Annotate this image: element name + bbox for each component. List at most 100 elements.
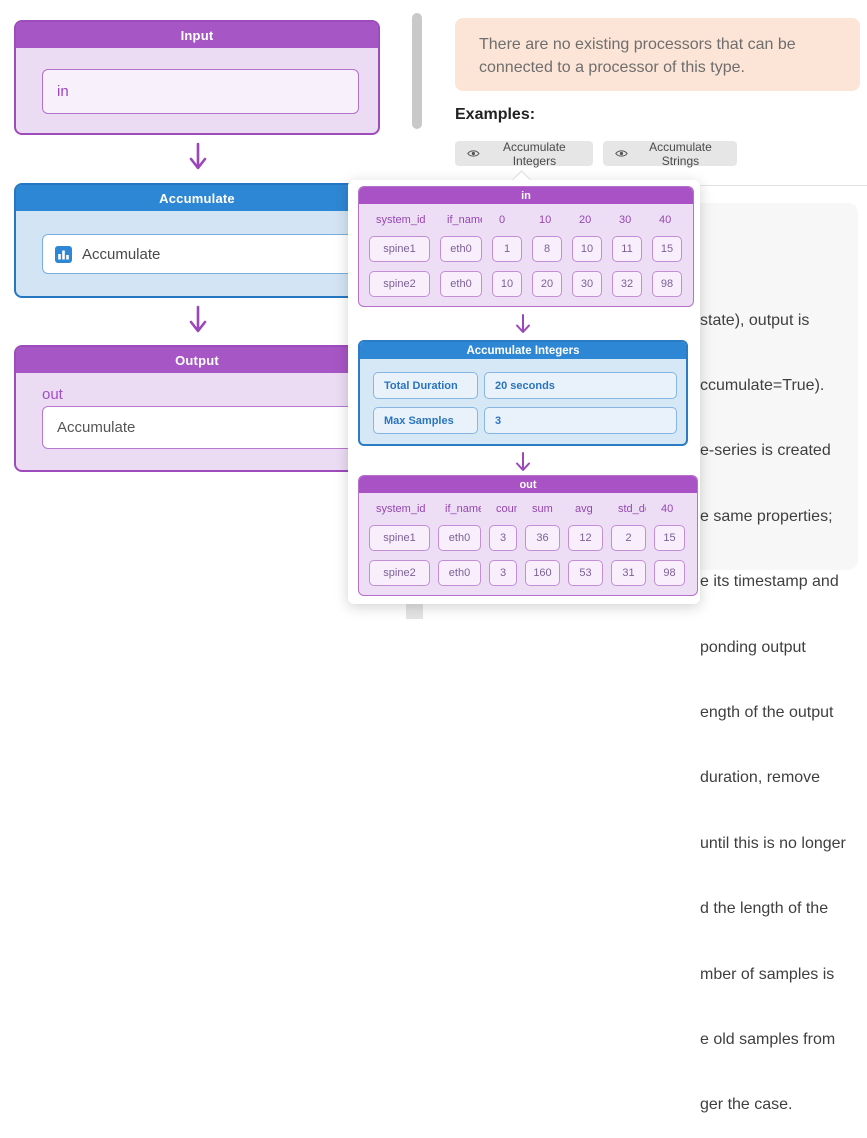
doc-line: e-series is created xyxy=(700,442,831,460)
processor-type-label: Accumulate xyxy=(82,245,161,263)
column-header: if_name xyxy=(447,214,482,226)
table-cell: 10 xyxy=(492,271,522,297)
notice-line: connected to a processor of this type. xyxy=(479,59,745,76)
example-popup: in system_id if_name 0 10 20 30 40 spine… xyxy=(348,170,700,604)
column-header: sum xyxy=(532,503,553,515)
doc-line: e same properties; xyxy=(700,507,833,525)
table-cell: 98 xyxy=(654,560,685,586)
table-cell: 10 xyxy=(572,236,602,262)
doc-line: state), output is xyxy=(700,311,810,329)
column-header: 0 xyxy=(499,214,506,226)
doc-line: mber of samples is xyxy=(700,965,835,983)
output-field-value: Accumulate xyxy=(57,419,136,436)
in-table-header-row: system_id if_name 0 10 20 30 40 xyxy=(369,213,683,227)
examples-heading: Examples: xyxy=(455,106,536,123)
table-cell: eth0 xyxy=(440,271,482,297)
example-button-accumulate-integers[interactable]: Accumulate Integers xyxy=(455,139,593,168)
param-value: 3 xyxy=(484,407,677,434)
table-cell: 8 xyxy=(532,236,562,262)
table-cell: 3 xyxy=(489,525,517,551)
out-table-title: out xyxy=(359,476,697,493)
table-cell: eth0 xyxy=(438,560,481,586)
output-port-field[interactable]: Accumulate xyxy=(42,406,359,449)
example-button-accumulate-strings[interactable]: Accumulate Strings xyxy=(603,139,737,168)
eye-icon xyxy=(467,150,480,157)
table-cell: spine1 xyxy=(369,236,430,262)
vertical-scrollbar-track[interactable] xyxy=(406,603,423,619)
table-cell: 15 xyxy=(652,236,682,262)
param-row: Max Samples 3 xyxy=(373,407,677,434)
in-table-title: in xyxy=(359,187,693,204)
doc-line: ccumulate=True). xyxy=(700,376,825,394)
accumulate-node[interactable]: Accumulate Accumulate xyxy=(14,183,380,298)
flow-arrow-icon xyxy=(189,142,207,170)
column-header: 30 xyxy=(619,214,632,226)
doc-line: ger the case. xyxy=(700,1096,793,1114)
table-cell: 31 xyxy=(611,560,646,586)
processor-box-title: Accumulate Integers xyxy=(360,342,686,359)
input-node[interactable]: Input in xyxy=(14,20,380,135)
no-processors-notice: There are no existing processors that ca… xyxy=(455,18,860,91)
table-cell: 15 xyxy=(654,525,685,551)
table-cell: 2 xyxy=(611,525,646,551)
table-cell: spine2 xyxy=(369,271,430,297)
output-node[interactable]: Output out Accumulate xyxy=(14,345,380,472)
notice-line: There are no existing processors that ca… xyxy=(479,36,796,53)
table-row: spine2 eth0 10 20 30 32 98 xyxy=(369,271,683,297)
doc-line: d the length of the xyxy=(700,900,829,918)
column-header: if_name xyxy=(445,503,481,515)
doc-line: e its timestamp and xyxy=(700,573,839,591)
table-row: spine1 eth0 3 36 12 2 15 xyxy=(369,525,687,551)
eye-icon xyxy=(615,150,628,157)
table-row: spine1 eth0 1 8 10 11 15 xyxy=(369,236,683,262)
example-in-table: in system_id if_name 0 10 20 30 40 spine… xyxy=(358,186,694,307)
processor-type-field[interactable]: Accumulate xyxy=(42,234,362,274)
example-button-label: Accumulate Strings xyxy=(649,139,712,168)
table-row: spine2 eth0 3 160 53 31 98 xyxy=(369,560,687,586)
documentation-text: state), output is ccumulate=True). e-ser… xyxy=(700,266,865,1138)
column-header: std_dev xyxy=(618,503,646,515)
accumulate-node-title: Accumulate xyxy=(16,185,378,211)
vertical-scrollbar-thumb[interactable] xyxy=(412,13,422,129)
table-cell: 30 xyxy=(572,271,602,297)
param-name: Total Duration xyxy=(373,372,478,399)
doc-line: e old samples from xyxy=(700,1030,836,1048)
table-cell: 53 xyxy=(568,560,603,586)
flow-arrow-icon xyxy=(189,305,207,333)
example-button-label: Accumulate Integers xyxy=(503,139,566,168)
column-header: count xyxy=(496,503,517,515)
table-cell: eth0 xyxy=(438,525,481,551)
input-port-label: in xyxy=(57,83,69,100)
example-processor-box: Accumulate Integers Total Duration 20 se… xyxy=(358,340,688,446)
table-cell: 32 xyxy=(612,271,642,297)
table-cell: 12 xyxy=(568,525,603,551)
doc-line: ength of the output xyxy=(700,703,834,721)
input-port-field[interactable]: in xyxy=(42,69,359,114)
flow-arrow-icon xyxy=(516,314,530,333)
doc-line: until this is no longer xyxy=(700,834,846,852)
table-cell: 36 xyxy=(525,525,560,551)
column-header: 20 xyxy=(579,214,592,226)
output-node-title: Output xyxy=(16,347,378,373)
flow-arrow-icon xyxy=(516,452,530,471)
section-divider xyxy=(540,185,867,186)
param-value: 20 seconds xyxy=(484,372,677,399)
table-cell: 11 xyxy=(612,236,642,262)
out-table-header-row: system_id if_name count sum avg std_dev … xyxy=(369,502,687,516)
doc-line: ponding output xyxy=(700,638,806,656)
param-row: Total Duration 20 seconds xyxy=(373,372,677,399)
param-name: Max Samples xyxy=(373,407,478,434)
doc-line: duration, remove xyxy=(700,769,821,787)
column-header: system_id xyxy=(376,214,426,226)
example-out-table: out system_id if_name count sum avg std_… xyxy=(358,475,698,596)
column-header: system_id xyxy=(376,503,426,515)
table-cell: 3 xyxy=(489,560,517,586)
output-port-label: out xyxy=(42,386,63,403)
table-cell: 160 xyxy=(525,560,560,586)
column-header: 40 xyxy=(661,503,674,515)
table-cell: 98 xyxy=(652,271,682,297)
table-cell: spine1 xyxy=(369,525,430,551)
table-cell: 20 xyxy=(532,271,562,297)
column-header: 10 xyxy=(539,214,552,226)
table-cell: 1 xyxy=(492,236,522,262)
